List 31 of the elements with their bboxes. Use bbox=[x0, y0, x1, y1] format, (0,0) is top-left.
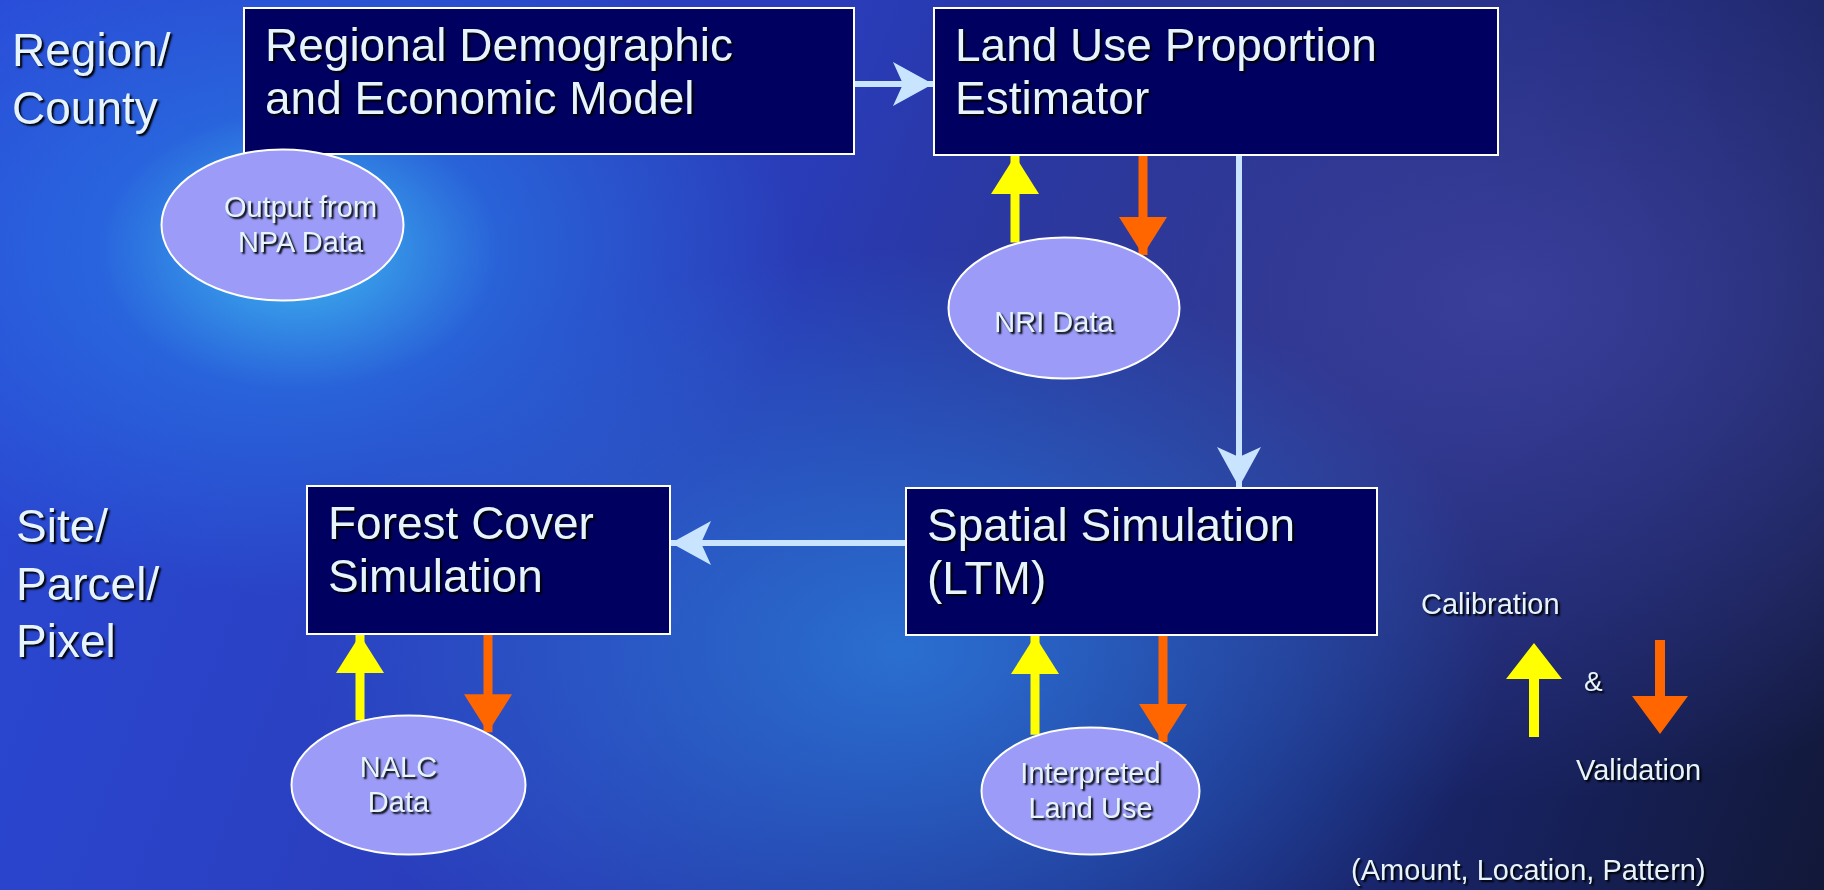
box-label: Forest Cover Simulation bbox=[328, 497, 595, 603]
arrow bbox=[1217, 156, 1261, 487]
arrow bbox=[991, 156, 1039, 243]
data-ellipse bbox=[980, 726, 1201, 856]
arrow bbox=[336, 635, 384, 721]
arrow bbox=[1119, 156, 1167, 255]
region-label: Region/ County bbox=[12, 23, 172, 136]
box-label: Regional Demographic and Economic Model bbox=[265, 19, 734, 125]
process-box bbox=[306, 485, 671, 635]
arrow bbox=[1139, 636, 1187, 742]
process-box bbox=[933, 7, 1499, 156]
note-label: (Amount, Location, Pattern) bbox=[1351, 853, 1706, 888]
legend-label: Calibration bbox=[1421, 588, 1560, 621]
data-ellipse bbox=[290, 714, 527, 856]
process-box bbox=[905, 487, 1378, 636]
arrow bbox=[1011, 636, 1059, 735]
legend-label: Validation bbox=[1576, 754, 1702, 787]
arrow bbox=[464, 635, 512, 733]
ellipse-label: Output from NPA Data bbox=[222, 190, 379, 260]
data-ellipse bbox=[160, 148, 405, 302]
ellipse-label: NALC Data bbox=[358, 750, 439, 820]
arrow bbox=[855, 62, 933, 106]
ellipse-label: NRI Data bbox=[994, 304, 1114, 340]
box-label: Land Use Proportion Estimator bbox=[955, 19, 1378, 125]
ampersand-label: & bbox=[1584, 665, 1603, 699]
data-ellipse bbox=[947, 236, 1181, 380]
process-box bbox=[243, 7, 855, 155]
ellipse-label: Interpreted Land Use bbox=[1019, 756, 1162, 826]
box-label: Spatial Simulation (LTM) bbox=[927, 499, 1297, 605]
arrow bbox=[671, 521, 905, 565]
level-label: Site/ Parcel/ Pixel bbox=[16, 499, 161, 669]
